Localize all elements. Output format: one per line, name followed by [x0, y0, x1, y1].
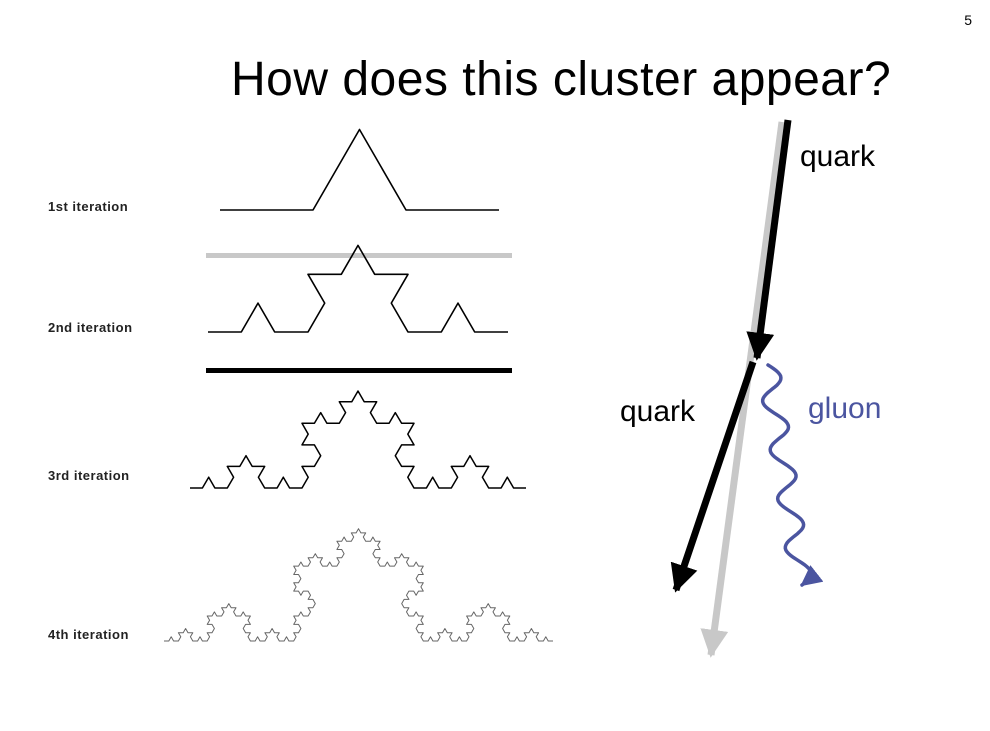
gluon-label: gluon: [808, 392, 882, 425]
gluon-wavy-arrow: [760, 363, 824, 587]
separator-black: [206, 368, 512, 373]
outgoing-quark-label: quark: [620, 395, 696, 428]
incoming-quark-label: quark: [800, 140, 876, 173]
outgoing-quark-arrow: [670, 360, 757, 593]
iteration-label-4: 4th iteration: [48, 627, 129, 642]
iteration-label-2: 2nd iteration: [48, 320, 133, 335]
separator-gray: [206, 253, 512, 258]
slide-title: How does this cluster appear?: [231, 53, 892, 106]
iteration-label-1: 1st iteration: [48, 199, 129, 214]
slide-number: 5: [964, 12, 972, 28]
incoming-quark-arrow: [746, 119, 792, 361]
koch-curve-1: [220, 128, 499, 211]
iteration-label-3: 3rd iteration: [48, 468, 130, 483]
koch-curve-2: [208, 244, 508, 333]
koch-curve-4: [164, 528, 553, 642]
koch-curve-3: [190, 390, 526, 489]
